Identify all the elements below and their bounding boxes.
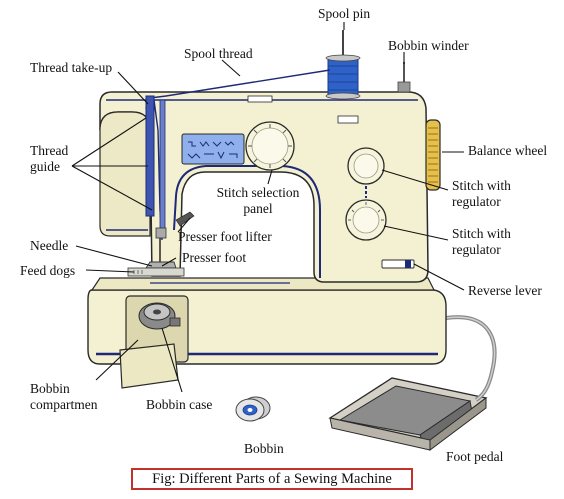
label-thread-take-up: Thread take-up (30, 60, 113, 75)
label-spool-pin: Spool pin (318, 6, 371, 21)
label-bobbin-winder: Bobbin winder (388, 38, 469, 53)
label-bobbin-compartment: Bobbin compartmen (30, 381, 98, 412)
label-spool-thread: Spool thread (184, 46, 253, 61)
needle-assembly (127, 95, 195, 277)
label-presser-foot: Presser foot (182, 250, 247, 265)
spool-drawing (325, 30, 361, 100)
bobbin-drawing (235, 396, 271, 422)
leader-lines (71, 22, 465, 393)
label-bobbin-case: Bobbin case (146, 397, 213, 412)
label-balance-wheel: Balance wheel (468, 143, 548, 158)
label-stitch-selection-panel: Stitch selection panel (216, 185, 300, 216)
label-foot-pedal: Foot pedal (446, 449, 504, 464)
bobbin-winder-drawing (397, 62, 411, 93)
bobbin-compartment-drawing (119, 295, 189, 389)
label-reverse-lever: Reverse lever (468, 283, 542, 298)
stitch-selection-panel-drawing (181, 121, 295, 171)
figure-caption: Fig: Different Parts of a Sewing Machine (131, 468, 413, 490)
balance-wheel-drawing (425, 119, 441, 191)
label-thread-guide: Thread guide (30, 143, 69, 174)
label-presser-foot-lifter: Presser foot lifter (178, 229, 272, 244)
label-bobbin: Bobbin (244, 441, 284, 456)
label-stitch-regulator-2: Stitch with regulator (452, 226, 511, 257)
label-feed-dogs: Feed dogs (20, 263, 76, 278)
regulator-dials-drawing (345, 147, 415, 269)
foot-pedal-drawing (328, 377, 488, 451)
label-stitch-regulator-1: Stitch with regulator (452, 178, 511, 209)
label-needle: Needle (30, 238, 69, 253)
